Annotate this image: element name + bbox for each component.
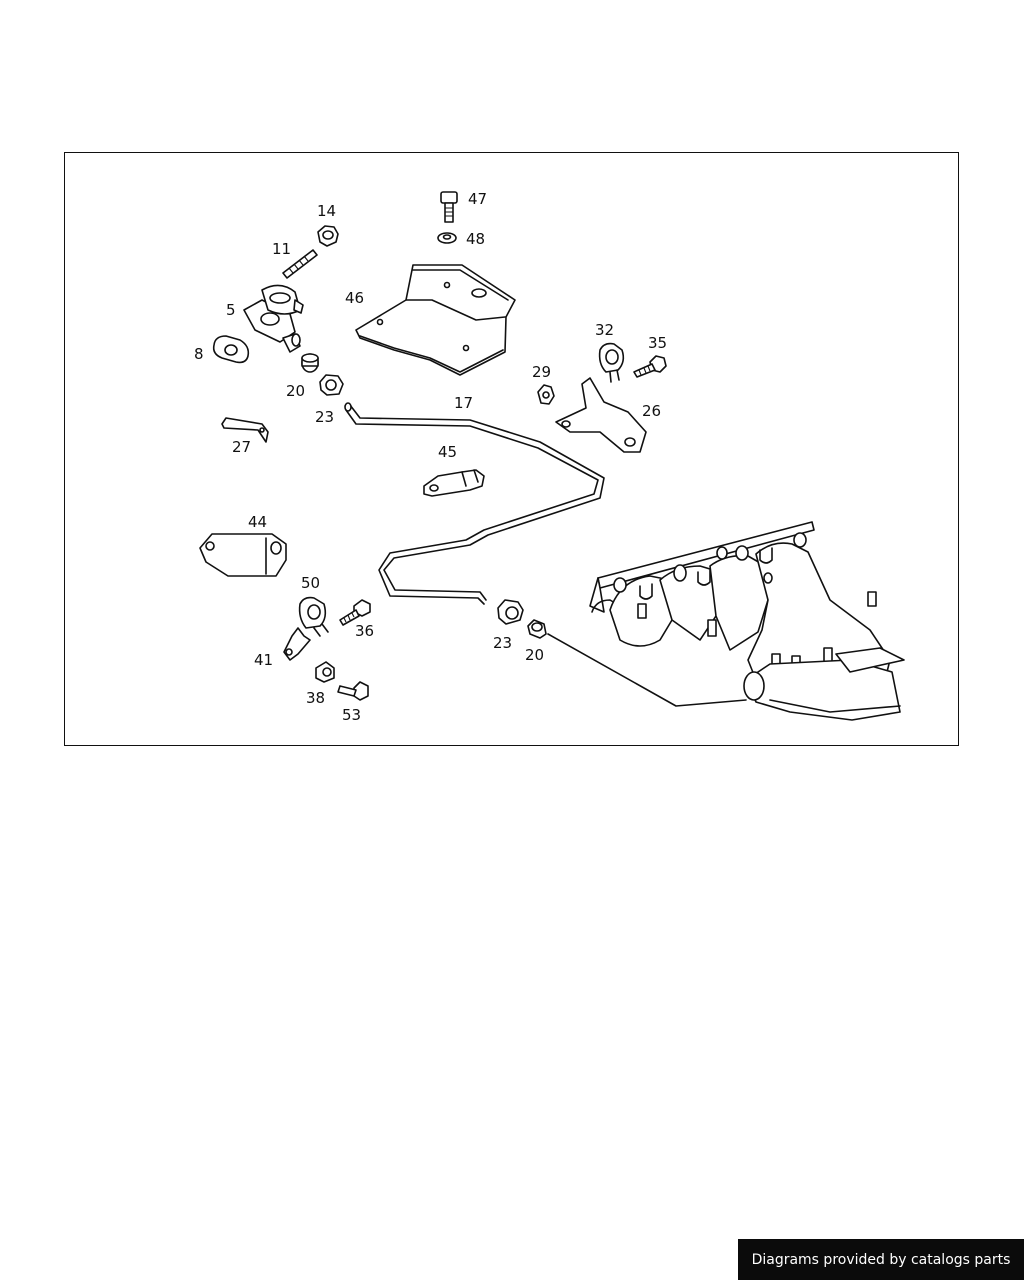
part-46-heat-shield xyxy=(355,264,516,376)
parts-exploded-diagram: 47 48 14 11 46 5 8 32 35 29 26 20 23 17 … xyxy=(194,190,905,724)
callout-23-upper: 23 xyxy=(315,408,334,426)
callout-35: 35 xyxy=(648,334,667,352)
footer-credit-text: Diagrams provided by catalogs parts xyxy=(751,1251,1011,1268)
part-47-bolt xyxy=(440,191,458,223)
callout-20-upper: 20 xyxy=(286,382,305,400)
callout-36: 36 xyxy=(355,622,374,640)
part-32-clamp xyxy=(598,342,625,383)
part-14-nut xyxy=(317,225,339,247)
callout-26: 26 xyxy=(642,402,661,420)
callout-32: 32 xyxy=(595,321,614,339)
part-50-clamp xyxy=(298,596,329,637)
callout-44: 44 xyxy=(248,513,267,531)
part-38-spacer xyxy=(315,661,335,683)
callout-46: 46 xyxy=(345,289,364,307)
part-35-bolt xyxy=(633,355,667,378)
intake-manifold xyxy=(547,521,905,721)
callout-27: 27 xyxy=(232,438,251,456)
part-5-valve xyxy=(243,284,304,353)
part-29-nut xyxy=(537,384,555,405)
callout-23-lower: 23 xyxy=(493,634,512,652)
part-27-clip xyxy=(221,417,269,443)
part-41-bracket xyxy=(283,627,311,661)
callout-38: 38 xyxy=(306,689,325,707)
callout-47: 47 xyxy=(468,190,487,208)
part-8-gasket xyxy=(212,335,250,364)
callout-8: 8 xyxy=(194,345,204,363)
part-36-bolt xyxy=(339,599,371,626)
footer-credit-badge: Diagrams provided by catalogs parts xyxy=(738,1239,1024,1280)
part-23-nut-upper xyxy=(319,374,344,396)
callout-14: 14 xyxy=(317,202,336,220)
callout-48: 48 xyxy=(466,230,485,248)
part-11-stud xyxy=(282,249,318,279)
callout-5: 5 xyxy=(226,301,236,319)
callout-labels: 47 48 14 11 46 5 8 32 35 29 26 20 23 17 … xyxy=(194,190,667,724)
callout-41: 41 xyxy=(254,651,273,669)
part-20-plug-lower xyxy=(527,619,547,639)
part-48-washer xyxy=(437,232,457,244)
callout-53: 53 xyxy=(342,706,361,724)
callout-29: 29 xyxy=(532,363,551,381)
callout-20-lower: 20 xyxy=(525,646,544,664)
callout-45: 45 xyxy=(438,443,457,461)
callout-17: 17 xyxy=(454,394,473,412)
part-44-bracket xyxy=(199,533,287,577)
part-17-pipe xyxy=(344,402,605,605)
part-23-nut-lower xyxy=(497,599,524,625)
part-20-plug-upper xyxy=(301,353,319,373)
part-26-bracket xyxy=(555,377,647,453)
part-45-bracket xyxy=(423,469,485,497)
callout-11: 11 xyxy=(272,240,291,258)
part-53-bolt xyxy=(337,681,369,701)
callout-50: 50 xyxy=(301,574,320,592)
